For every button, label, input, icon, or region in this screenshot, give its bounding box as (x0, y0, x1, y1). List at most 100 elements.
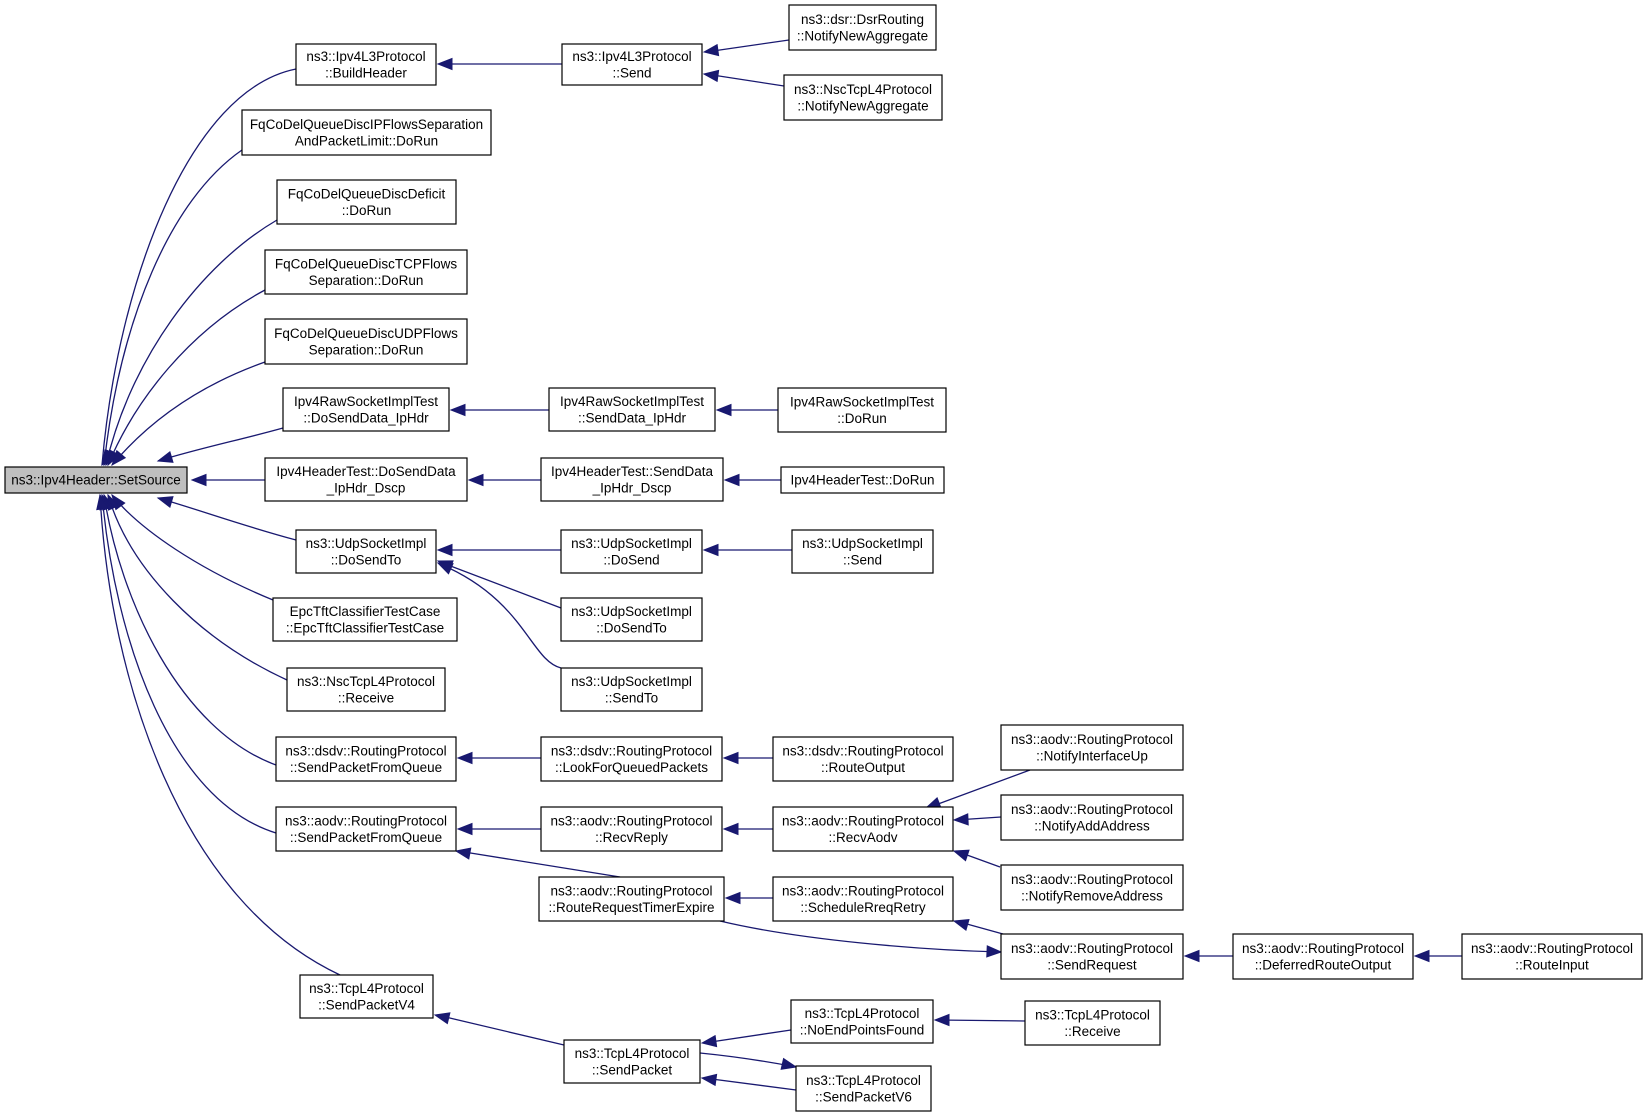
node-box (777, 387, 947, 433)
edge-hdr_senddata-to-hdr_dosend (467, 473, 541, 487)
node-aodv-recvreply[interactable]: ns3::aodv::RoutingProtocol::RecvReply (540, 806, 723, 852)
node-l3-build[interactable]: ns3::Ipv4L3Protocol::BuildHeader (295, 43, 437, 86)
node-nsc-receive[interactable]: ns3::NscTcpL4Protocol::Receive (286, 667, 446, 712)
node-fq-udp[interactable]: FqCoDelQueueDiscUDPFlowsSeparation::DoRu… (264, 318, 468, 365)
node-label-line: Ipv4HeaderTest::DoRun (790, 473, 934, 488)
node-aodv-niu[interactable]: ns3::aodv::RoutingProtocol::NotifyInterf… (1000, 724, 1184, 771)
node-box (295, 43, 437, 86)
edge-aodv_recvaodv-to-aodv_recvreply (722, 822, 773, 836)
node-hdr-dosend[interactable]: Ipv4HeaderTest::DoSendData_IpHdr_Dscp (264, 457, 468, 502)
node-aodv-spfq[interactable]: ns3::aodv::RoutingProtocol::SendPacketFr… (275, 806, 457, 852)
node-tcp-sendpacket[interactable]: ns3::TcpL4Protocol::SendPacket (563, 1039, 701, 1084)
node-fq-tcp[interactable]: FqCoDelQueueDiscTCPFlowsSeparation::DoRu… (264, 249, 468, 295)
node-aodv-dro[interactable]: ns3::aodv::RoutingProtocol::DeferredRout… (1232, 933, 1414, 980)
node-box (272, 597, 458, 642)
node-box (560, 529, 703, 574)
node-aodv-srr[interactable]: ns3::aodv::RoutingProtocol::ScheduleRreq… (772, 876, 954, 922)
edge-line (103, 494, 277, 766)
node-l3-send[interactable]: ns3::Ipv4L3Protocol::Send (561, 43, 703, 86)
node-label-line: AndPacketLimit::DoRun (295, 133, 438, 148)
node-root[interactable]: ns3::Ipv4Header::SetSource (4, 466, 188, 494)
arrowhead-icon (111, 449, 127, 467)
node-dsdv-ro[interactable]: ns3::dsdv::RoutingProtocol::RouteOutput (772, 736, 954, 782)
node-label-line: ns3::TcpL4Protocol (805, 1006, 920, 1021)
edge-aodv_dro-to-aodv_sendreq (1183, 949, 1233, 963)
edge-line (101, 68, 297, 466)
node-raw-dosend[interactable]: Ipv4RawSocketImplTest::DoSendData_IpHdr (282, 387, 450, 432)
edge-line (101, 494, 277, 834)
arrowhead-icon (715, 403, 732, 417)
arrowhead-icon (436, 57, 453, 71)
node-label-line: ::Send (612, 65, 651, 80)
node-label-line: ns3::aodv::RoutingProtocol (1011, 802, 1173, 817)
node-aodv-recvaodv[interactable]: ns3::aodv::RoutingProtocol::RecvAodv (772, 806, 954, 852)
arrowhead-icon (96, 493, 109, 511)
node-box (264, 318, 468, 365)
node-hdr-dorun[interactable]: Ipv4HeaderTest::DoRun (780, 466, 945, 494)
node-aodv-nra[interactable]: ns3::aodv::RoutingProtocol::NotifyRemove… (1000, 864, 1184, 911)
node-box (1000, 794, 1184, 841)
node-tcp-nepf[interactable]: ns3::TcpL4Protocol::NoEndPointsFound (790, 999, 934, 1044)
node-udp-dosend[interactable]: ns3::UdpSocketImpl::DoSend (560, 529, 703, 574)
node-label-line: FqCoDelQueueDiscIPFlowsSeparation (250, 117, 483, 132)
node-box (561, 43, 703, 86)
node-label-line: ::Send (843, 552, 882, 567)
node-aodv-rrte[interactable]: ns3::aodv::RoutingProtocol::RouteRequest… (538, 876, 725, 922)
arrowhead-icon (952, 813, 969, 826)
node-fq-deficit[interactable]: FqCoDelQueueDiscDeficit::DoRun (276, 179, 457, 225)
node-label-line: ::LookForQueuedPackets (555, 760, 708, 775)
arrowhead-icon (702, 69, 720, 83)
node-hdr-senddata[interactable]: Ipv4HeaderTest::SendData_IpHdr_Dscp (540, 457, 724, 502)
node-raw-senddata[interactable]: Ipv4RawSocketImplTest::SendData_IpHdr (548, 387, 716, 432)
node-label-line: ::BuildHeader (325, 65, 407, 80)
edge-fq_ipflows-to-root (103, 149, 243, 467)
edge-aodv_rrte-to-aodv_sendreq (719, 920, 1003, 958)
node-dsdv-lfqp[interactable]: ns3::dsdv::RoutingProtocol::LookForQueue… (540, 736, 723, 782)
node-udp-sendto[interactable]: ns3::UdpSocketImpl::SendTo (560, 667, 703, 712)
node-label-line: ns3::TcpL4Protocol (806, 1073, 921, 1088)
node-box (276, 179, 457, 225)
node-box (563, 1039, 701, 1084)
edge-dsdv_ro-to-dsdv_lfqp (722, 751, 773, 765)
node-udp-dosendto2[interactable]: ns3::UdpSocketImpl::DoSendTo (560, 597, 703, 642)
node-dsr-notify[interactable]: ns3::dsr::DsrRouting::NotifyNewAggregate (788, 4, 937, 51)
node-box (783, 74, 943, 121)
node-box (772, 806, 954, 852)
node-epc[interactable]: EpcTftClassifierTestCase::EpcTftClassifi… (272, 597, 458, 642)
node-tcp-spv6[interactable]: ns3::TcpL4Protocol::SendPacketV6 (795, 1065, 932, 1112)
edge-line (705, 73, 785, 87)
node-box (1000, 864, 1184, 911)
node-tcp-spv4[interactable]: ns3::TcpL4Protocol::SendPacketV4 (299, 974, 434, 1019)
node-udp-send[interactable]: ns3::UdpSocketImpl::Send (791, 529, 934, 574)
node-box (791, 529, 934, 574)
node-fq-ipflows[interactable]: FqCoDelQueueDiscIPFlowsSeparationAndPack… (241, 109, 492, 156)
node-aodv-ri[interactable]: ns3::aodv::RoutingProtocol::RouteInput (1461, 933, 1643, 980)
node-label-line: ::DoRun (342, 203, 392, 218)
node-aodv-sendreq[interactable]: ns3::aodv::RoutingProtocol::SendRequest (1000, 933, 1184, 980)
node-udp-dosendto[interactable]: ns3::UdpSocketImpl::DoSendTo (295, 529, 437, 574)
node-label-line: ::NotifyRemoveAddress (1021, 888, 1163, 903)
node-aodv-naa[interactable]: ns3::aodv::RoutingProtocol::NotifyAddAdd… (1000, 794, 1184, 841)
edge-aodv_srr-to-aodv_rrte (724, 891, 773, 905)
node-raw-dorun[interactable]: Ipv4RawSocketImplTest::DoRun (777, 387, 947, 433)
edge-line (107, 494, 288, 681)
node-box (1024, 1000, 1161, 1046)
edge-line (99, 494, 341, 976)
nodes-layer: ns3::Ipv4Header::SetSource ns3::Ipv4L3Pro… (4, 4, 1643, 1112)
node-nsc-notify[interactable]: ns3::NscTcpL4Protocol::NotifyNewAggregat… (783, 74, 943, 121)
node-label-line: FqCoDelQueueDiscTCPFlows (275, 256, 458, 271)
node-dsdv-spfq[interactable]: ns3::dsdv::RoutingProtocol::SendPacketFr… (275, 736, 457, 782)
edge-line (705, 39, 790, 53)
node-box (1461, 933, 1643, 980)
node-label-line: ::EpcTftClassifierTestCase (286, 620, 444, 635)
arrowhead-icon (156, 496, 174, 509)
node-box (1232, 933, 1414, 980)
edge-dsdv_lfqp-to-dsdv_spfq (456, 751, 541, 765)
node-box (299, 974, 434, 1019)
node-label-line: ::RecvAodv (828, 830, 897, 845)
arrowhead-icon (724, 891, 741, 905)
arrowhead-icon (702, 543, 719, 557)
node-tcp-receive[interactable]: ns3::TcpL4Protocol::Receive (1024, 1000, 1161, 1046)
edge-line (439, 561, 562, 609)
